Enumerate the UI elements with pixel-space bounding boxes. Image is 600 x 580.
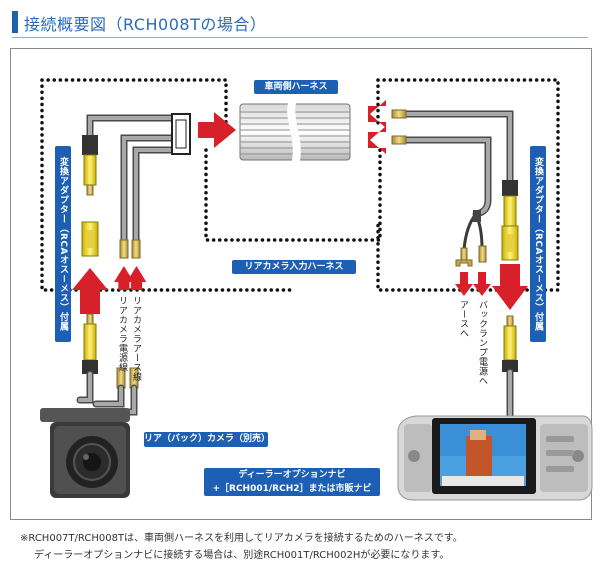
right-harness-pins (391, 109, 407, 145)
navi-label-line1: ディーラーオプションナビ (238, 470, 346, 480)
footnote: ※RCH007T/RCH008Tは、車両側ハーネスを利用してリアカメラを接続する… (20, 530, 463, 564)
left-rca-chain (81, 135, 99, 374)
adapter-left-label: 変換アダプター（RCAオス－メス）付属 (55, 146, 71, 342)
rear-camera-icon (40, 408, 130, 498)
left-dotted-region (40, 78, 292, 292)
left-wire-pins (116, 239, 141, 389)
navi-label-line2: +［RCH001/RCH2］または市販ナビ (212, 484, 372, 494)
backlamp-terminal (478, 245, 487, 263)
diagram-frame (10, 48, 592, 520)
arrow-right-rca-down (492, 264, 528, 310)
vehicle-harness-connector (239, 100, 351, 164)
arrow-backlamp-down (473, 272, 491, 296)
page-title: 接続概要図（RCH008Tの場合） (24, 15, 267, 34)
navigation-unit-icon (397, 415, 593, 501)
right-gray-cables-inner (402, 112, 512, 216)
ground-label: アースへ (458, 300, 468, 338)
arrow-harness-to-right-lower (368, 126, 386, 154)
backlamp-power-label: バックランプ電源へ (477, 300, 487, 386)
arrow-into-vehicle-harness (198, 112, 236, 148)
arrow-ground-down (455, 272, 473, 296)
center-dotted-region (204, 148, 382, 242)
arrow-power-wire-up (114, 266, 134, 290)
camera-power-wire-label: リアカメラ電源線 (117, 296, 127, 372)
rear-camera-input-harness-label: リアカメラ入力ハーネス (232, 260, 356, 274)
rear-camera-label: リア（バック）カメラ（別売） (144, 432, 270, 447)
footnote-line2: ディーラーオプションナビに接続する場合は、別途RCH001T/RCH002Hが必… (34, 550, 450, 561)
ground-terminal (455, 247, 473, 267)
navi-label: ディーラーオプションナビ +［RCH001/RCH2］または市販ナビ (204, 468, 380, 496)
left-harness-plug (171, 113, 191, 155)
footnote-line1: ※RCH007T/RCH008Tは、車両側ハーネスを利用してリアカメラを接続する… (20, 533, 463, 544)
header-divider (12, 37, 588, 38)
right-rca-chain (501, 180, 519, 372)
adapter-right-label: 変換アダプター（RCAオス－メス）付属 (530, 146, 546, 342)
left-gray-cables-inner (88, 116, 180, 242)
vehicle-harness-label: 車両側ハーネス (254, 80, 338, 94)
page-header: 接続概要図（RCH008Tの場合） (12, 10, 588, 38)
right-gray-cables (400, 110, 514, 218)
camera-ground-wire-label: リアカメラアース線 (131, 296, 141, 382)
dotted-boundaries (40, 78, 560, 292)
arrow-ground-wire-up (126, 266, 147, 290)
arrow-harness-to-right-upper (368, 100, 386, 128)
inline-fuse (473, 210, 481, 222)
header-accent-bar (12, 11, 18, 33)
right-dotted-region (376, 78, 560, 292)
arrow-left-rca-up (72, 268, 108, 314)
red-arrows (72, 100, 528, 314)
